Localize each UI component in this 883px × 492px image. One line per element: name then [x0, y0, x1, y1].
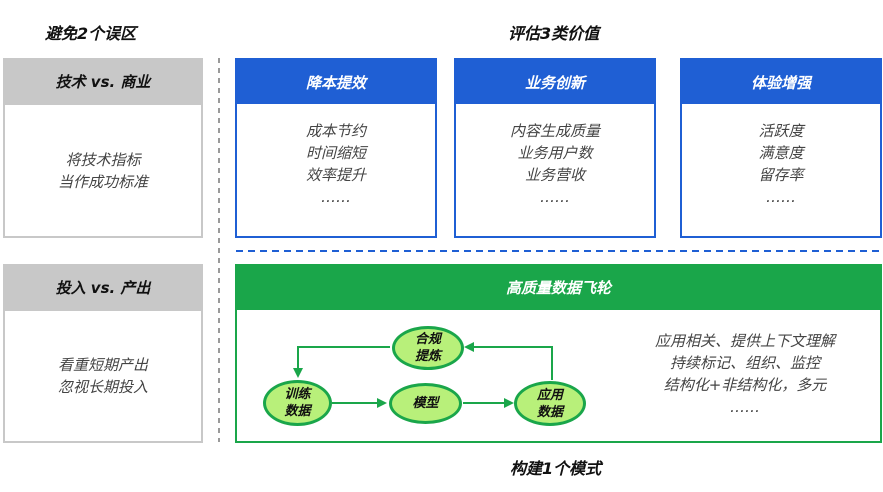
node-label: 应用 — [536, 387, 563, 403]
value-line: …… — [766, 188, 796, 206]
value-line: 满意度 — [758, 144, 804, 162]
value-line: 内容生成质量 — [509, 122, 600, 140]
value-line: 成本节约 — [305, 122, 366, 140]
value-line: 业务营收 — [524, 166, 585, 184]
value-card-body: 活跃度 满意度 留存率 …… — [682, 120, 880, 208]
node-label: 模型 — [412, 396, 439, 411]
arrow-application-to-compliance — [464, 342, 553, 380]
misconception-line: 忽视长期投入 — [57, 378, 148, 396]
value-card-head: 降本提效 — [237, 60, 435, 104]
value-line: …… — [321, 188, 351, 206]
left-section-title: 避免2个误区 — [45, 24, 137, 43]
value-line: …… — [540, 188, 570, 206]
value-line: 时间缩短 — [305, 144, 366, 162]
node-label: 数据 — [536, 404, 563, 420]
top-section-title: 评估3类价值 — [508, 24, 600, 43]
value-card-business-innovation: 业务创新 内容生成质量 业务用户数 业务营收 …… — [454, 58, 656, 238]
value-card-head: 业务创新 — [456, 60, 654, 104]
value-line: 业务用户数 — [517, 144, 593, 162]
arrow-compliance-to-training — [293, 346, 390, 378]
misconception-line: 将技术指标 — [65, 150, 141, 169]
value-line: 留存率 — [758, 166, 804, 184]
node-label: 训练 — [284, 387, 311, 402]
misconception-line: 当作成功标准 — [57, 172, 148, 191]
flywheel-note-line: …… — [730, 398, 760, 416]
node-application-data: 应用数据 — [514, 381, 586, 426]
value-card-head: 体验增强 — [682, 60, 880, 104]
misconception-head-tech-vs-business: 技术 vs. 商业 — [3, 58, 203, 105]
value-card-experience: 体验增强 活跃度 满意度 留存率 …… — [680, 58, 882, 238]
node-label: 提炼 — [414, 349, 441, 364]
flywheel-head: 高质量数据飞轮 — [235, 264, 882, 310]
value-line: 活跃度 — [758, 122, 804, 140]
misconception-head-input-vs-output: 投入 vs. 产出 — [3, 264, 203, 311]
node-training-data: 训练数据 — [263, 380, 332, 426]
misconception-body-input-vs-output: 看重短期产出 忽视长期投入 — [3, 311, 203, 443]
node-label: 数据 — [284, 404, 311, 419]
value-card-body: 成本节约 时间缩短 效率提升 …… — [237, 120, 435, 208]
misconception-line: 看重短期产出 — [57, 356, 148, 374]
misconception-body-tech-vs-business: 将技术指标 当作成功标准 — [3, 105, 203, 238]
value-line: 效率提升 — [305, 166, 366, 184]
bottom-section-title: 构建1个模式 — [510, 459, 602, 478]
node-compliance-refine: 合规提炼 — [392, 326, 464, 370]
flywheel-notes: 应用相关、提供上下文理解 持续标记、组织、监控 结构化+非结构化，多元 …… — [618, 330, 872, 418]
node-model: 模型 — [389, 383, 462, 424]
value-card-body: 内容生成质量 业务用户数 业务营收 …… — [456, 120, 654, 208]
flywheel-note-line: 持续标记、组织、监控 — [669, 354, 820, 372]
value-card-cost-efficiency: 降本提效 成本节约 时间缩短 效率提升 …… — [235, 58, 437, 238]
flywheel-note-line: 应用相关、提供上下文理解 — [654, 332, 835, 350]
node-label: 合规 — [414, 332, 441, 347]
flywheel-note-line: 结构化+非结构化，多元 — [663, 376, 827, 394]
